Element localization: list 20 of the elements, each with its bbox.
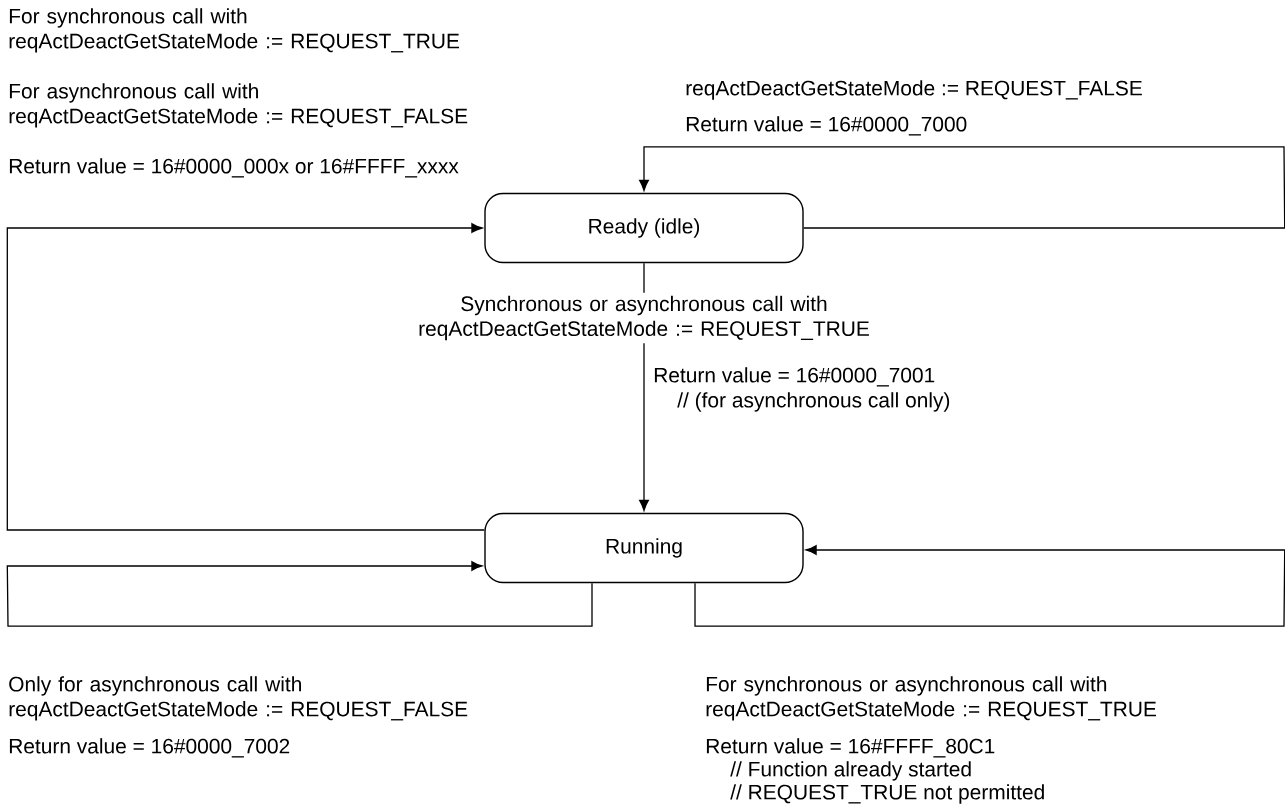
arrow [6,223,485,531]
arrow [639,146,1285,229]
annotation-text: Return value = 16#0000_7000 [686,116,967,136]
annotation-text: For synchronous or asynchronous call with reqActDeactGetStateMode := REQUEST_TRUE [706,676,1156,721]
annotation-text: // Function already started [730,761,971,781]
arrow [6,561,593,627]
annotation-text: Only for asynchronous call with reqActDeactGetStateMode := REQUEST_FALSE [9,676,468,721]
state-box: Running [484,512,804,584]
annotation-text: // (for asynchronous call only) [677,392,950,412]
annotation-text: Return value = 16#0000_7001 [654,367,935,387]
annotation-text: Return value = 16#0000_7002 [9,738,290,758]
annotation-text: // REQUEST_TRUE not permitted [730,784,1044,804]
edge-label: Synchronous or asynchronous call with reqActDeactGetStateMode := REQUEST_TRUE [401,292,887,344]
annotation-text: Return value = 16#0000_000x or 16#FFFF_xxxx [9,158,459,178]
annotation-text: reqActDeactGetStateMode := REQUEST_FALSE [686,80,1142,100]
annotation-text: Return value = 16#FFFF_80C1 [706,738,995,758]
state-box: Ready (idle) [484,192,804,264]
annotation-text: For synchronous call with reqActDeactGetStateMode := REQUEST_TRUE [9,8,459,53]
arrow [694,545,1285,627]
annotation-text: For asynchronous call with reqActDeactGetStateMode := REQUEST_FALSE [9,83,468,128]
